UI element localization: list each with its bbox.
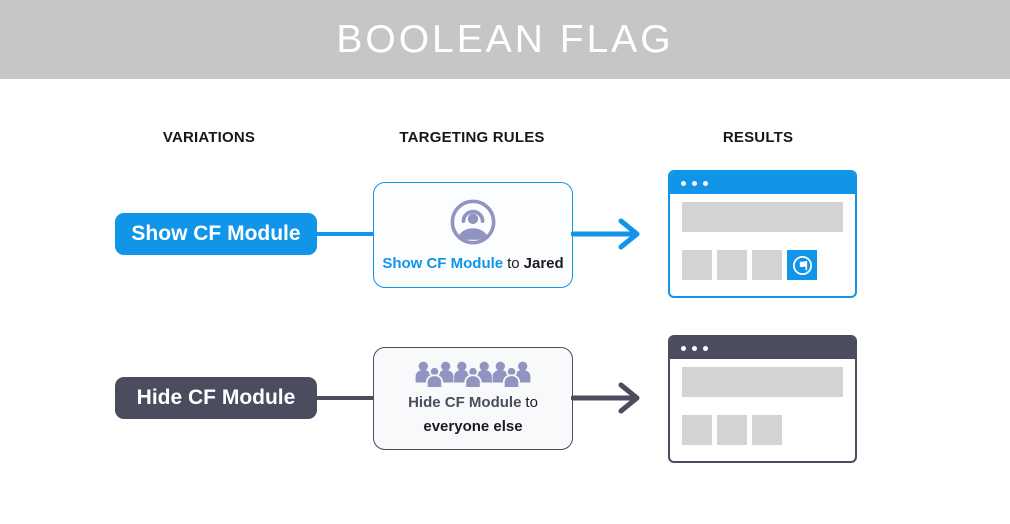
crowd-icon bbox=[415, 361, 531, 390]
window-dot-icon bbox=[692, 180, 697, 186]
content-placeholder-row bbox=[682, 415, 843, 445]
cf-module-tile bbox=[787, 250, 817, 280]
content-placeholder-tile bbox=[682, 250, 712, 280]
connector-line bbox=[315, 232, 375, 236]
window-dot-icon bbox=[692, 345, 697, 351]
column-header-targeting-rules: TARGETING RULES bbox=[399, 129, 545, 146]
arrow-right-icon bbox=[571, 382, 640, 414]
rule-flag-name: Hide CF Module bbox=[408, 394, 522, 412]
content-placeholder-tile bbox=[682, 415, 712, 445]
variation-pill-show-cf-module: Show CF Module bbox=[115, 213, 317, 255]
browser-titlebar bbox=[670, 337, 855, 359]
content-placeholder-banner bbox=[682, 367, 843, 397]
window-dot-icon bbox=[703, 345, 708, 351]
arrow-right-icon bbox=[571, 218, 640, 250]
single-user-icon bbox=[450, 199, 496, 245]
browser-body bbox=[670, 359, 855, 445]
content-placeholder-tile bbox=[717, 415, 747, 445]
rule-audience: Jared bbox=[523, 254, 564, 272]
rule-connector-word: to bbox=[525, 394, 538, 412]
content-placeholder-banner bbox=[682, 202, 843, 232]
rule-flag-name: Show CF Module bbox=[382, 254, 504, 272]
title-banner: BOOLEAN FLAG bbox=[0, 0, 1010, 79]
variation-pill-hide-cf-module: Hide CF Module bbox=[115, 377, 317, 419]
browser-body bbox=[670, 194, 855, 280]
content-placeholder-tile bbox=[717, 250, 747, 280]
window-dot-icon bbox=[681, 345, 686, 351]
browser-titlebar bbox=[670, 172, 855, 194]
connector-line bbox=[315, 396, 375, 400]
column-header-variations: VARIATIONS bbox=[162, 129, 256, 146]
window-dot-icon bbox=[681, 180, 686, 186]
rule-connector-word: to bbox=[507, 254, 520, 272]
result-browser-show bbox=[668, 170, 857, 298]
flag-icon bbox=[792, 255, 812, 275]
result-browser-hide bbox=[668, 335, 857, 463]
content-placeholder-row bbox=[682, 250, 843, 280]
content-placeholder-tile bbox=[752, 250, 782, 280]
rule-audience: everyone else bbox=[423, 418, 523, 435]
window-dot-icon bbox=[703, 180, 708, 186]
page-title: BOOLEAN FLAG bbox=[336, 17, 674, 61]
column-header-results: RESULTS bbox=[722, 129, 794, 146]
content-placeholder-tile bbox=[752, 415, 782, 445]
